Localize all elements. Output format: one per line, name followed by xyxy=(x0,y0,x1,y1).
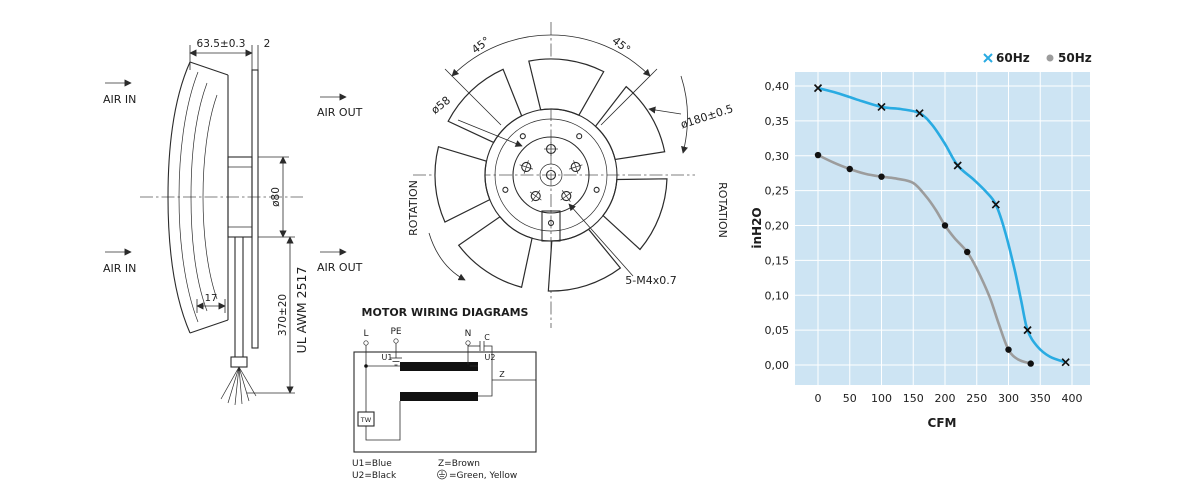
y-tick-label: 0,40 xyxy=(765,80,790,93)
air-out-top-label: AIR OUT xyxy=(317,106,363,119)
terminal-pe-label: PE xyxy=(390,327,401,337)
winding-1 xyxy=(400,362,478,371)
legend-z: Z=Brown xyxy=(438,459,480,469)
motor-cable xyxy=(220,237,257,406)
dim-depth-label: 63.5±0.3 xyxy=(197,38,246,50)
impeller-blades xyxy=(431,54,674,298)
bolt-spec-label: 5-M4x0.7 xyxy=(625,274,676,287)
ground-icon xyxy=(390,357,402,366)
x-tick-label: 50 xyxy=(843,392,857,405)
y-axis-label: inH2O xyxy=(750,207,764,248)
fan-side-view-drawing: 63.5±0.3 2 AIR IN AIR IN AIR OUT AIR OUT… xyxy=(103,38,363,406)
y-tick-label: 0,00 xyxy=(765,359,790,372)
marker-dot-icon xyxy=(964,248,971,256)
legend-marker-dot-icon xyxy=(1046,54,1054,62)
angle-left-label: 45° xyxy=(469,34,492,56)
y-tick-label: 0,35 xyxy=(765,115,790,128)
air-in-bottom-label: AIR IN xyxy=(103,262,136,275)
z-label: Z xyxy=(499,370,505,379)
marker-x-icon xyxy=(953,161,962,170)
x-tick-label: 300 xyxy=(998,392,1019,405)
plot-area xyxy=(795,72,1090,385)
u1-label: U1 xyxy=(382,353,393,362)
x-tick-label: 0 xyxy=(815,392,822,405)
air-out-bottom-label: AIR OUT xyxy=(317,261,363,274)
dim-hub-depth: 17 xyxy=(196,293,226,313)
x-tick-label: 100 xyxy=(871,392,892,405)
legend-label-50Hz: 50Hz xyxy=(1058,51,1092,65)
wiring-title: MOTOR WIRING DIAGRAMS xyxy=(362,306,529,319)
terminal-l-label: L xyxy=(363,329,368,339)
marker-x-icon xyxy=(915,109,924,118)
legend-u1: U1=Blue xyxy=(352,459,392,469)
marker-dot-icon xyxy=(1027,360,1034,367)
ground-legend-icon xyxy=(437,469,447,480)
airflow-labels: AIR IN AIR IN AIR OUT AIR OUT xyxy=(103,79,363,275)
rotation-left-arrow-icon xyxy=(428,232,466,281)
air-in-top-label: AIR IN xyxy=(103,93,136,106)
dim-motor-label: ø80 xyxy=(270,187,282,207)
rotation-right-arrow-icon xyxy=(680,75,689,154)
wiring-circuit: TW U1 U2 Z xyxy=(353,341,537,453)
marker-x-icon xyxy=(877,102,886,112)
angle-right-label: 45° xyxy=(609,34,632,56)
y-tick-label: 0,05 xyxy=(765,324,790,337)
x-tick-label: 400 xyxy=(1062,392,1083,405)
x-tick-label: 350 xyxy=(1030,392,1051,405)
y-tick-label: 0,30 xyxy=(765,150,790,163)
wiring-terminals: L PE N C xyxy=(363,327,490,346)
motor-wiring-diagram: MOTOR WIRING DIAGRAMS L PE N C TW xyxy=(352,306,537,481)
performance-chart: 0 50 100 150 200 250 300 350 400 0,00 0,05 0,10 0,15… xyxy=(750,51,1092,430)
dim-hub-diameter-label: ø58 xyxy=(429,94,453,117)
wiring-legend: U1=Blue U2=Black Z=Brown =Green, Yellow xyxy=(352,459,517,481)
bolt-spec: 5-M4x0.7 xyxy=(568,203,677,287)
x-tick-label: 200 xyxy=(935,392,956,405)
fan-front-view-drawing: 45° 45° ø58 ø180±0.5 ROTATION ROTATION 5… xyxy=(407,22,735,328)
marker-dot-icon xyxy=(846,165,853,173)
dim-cable-length: 370±20 UL AWM 2517 xyxy=(247,236,309,394)
x-tick-label: 250 xyxy=(966,392,987,405)
thermal-protector-label: TW xyxy=(360,416,372,424)
dim-outer-diameter: ø180±0.5 xyxy=(648,102,735,131)
winding-2 xyxy=(400,392,478,401)
rotation-left-label: ROTATION xyxy=(407,180,420,236)
legend-label-60Hz: 60Hz xyxy=(996,51,1030,65)
capacitor-label: C xyxy=(484,333,490,342)
dim-cable-label: 370±20 xyxy=(277,294,289,336)
legend-u2: U2=Black xyxy=(352,471,397,481)
terminal-n-label: N xyxy=(465,329,472,339)
x-axis-label: CFM xyxy=(928,416,957,430)
dim-hub-label: 17 xyxy=(205,293,218,304)
marker-dot-icon xyxy=(941,222,949,229)
legend-ground: =Green, Yellow xyxy=(449,471,517,481)
marker-x-icon xyxy=(813,83,823,93)
terminal-box xyxy=(541,210,561,242)
rotation-indicators: ROTATION ROTATION xyxy=(407,75,729,281)
mounting-plate xyxy=(251,69,259,349)
y-tick-label: 0,20 xyxy=(765,220,790,233)
rotation-right-label: ROTATION xyxy=(716,182,729,238)
y-tick-label: 0,25 xyxy=(765,185,790,198)
cable-marking-label: UL AWM 2517 xyxy=(294,267,309,354)
x-tick-label: 150 xyxy=(903,392,924,405)
marker-dot-icon xyxy=(878,173,885,180)
y-tick-label: 0,10 xyxy=(765,289,790,302)
impeller-profile xyxy=(167,61,229,334)
dim-depth: 63.5±0.3 2 xyxy=(189,38,271,70)
marker-x-icon xyxy=(991,200,1000,209)
u2-label: U2 xyxy=(485,353,496,362)
series-line-50Hz xyxy=(816,153,1032,365)
marker-x-icon xyxy=(1023,326,1032,335)
marker-dot-icon xyxy=(814,151,822,159)
legend-marker-x-icon xyxy=(983,53,993,63)
marker-x-icon xyxy=(1061,358,1070,367)
fan-hub xyxy=(484,108,618,242)
marker-dot-icon xyxy=(1005,346,1012,353)
y-tick-label: 0,15 xyxy=(765,254,790,267)
dim-plate-label: 2 xyxy=(264,38,271,50)
